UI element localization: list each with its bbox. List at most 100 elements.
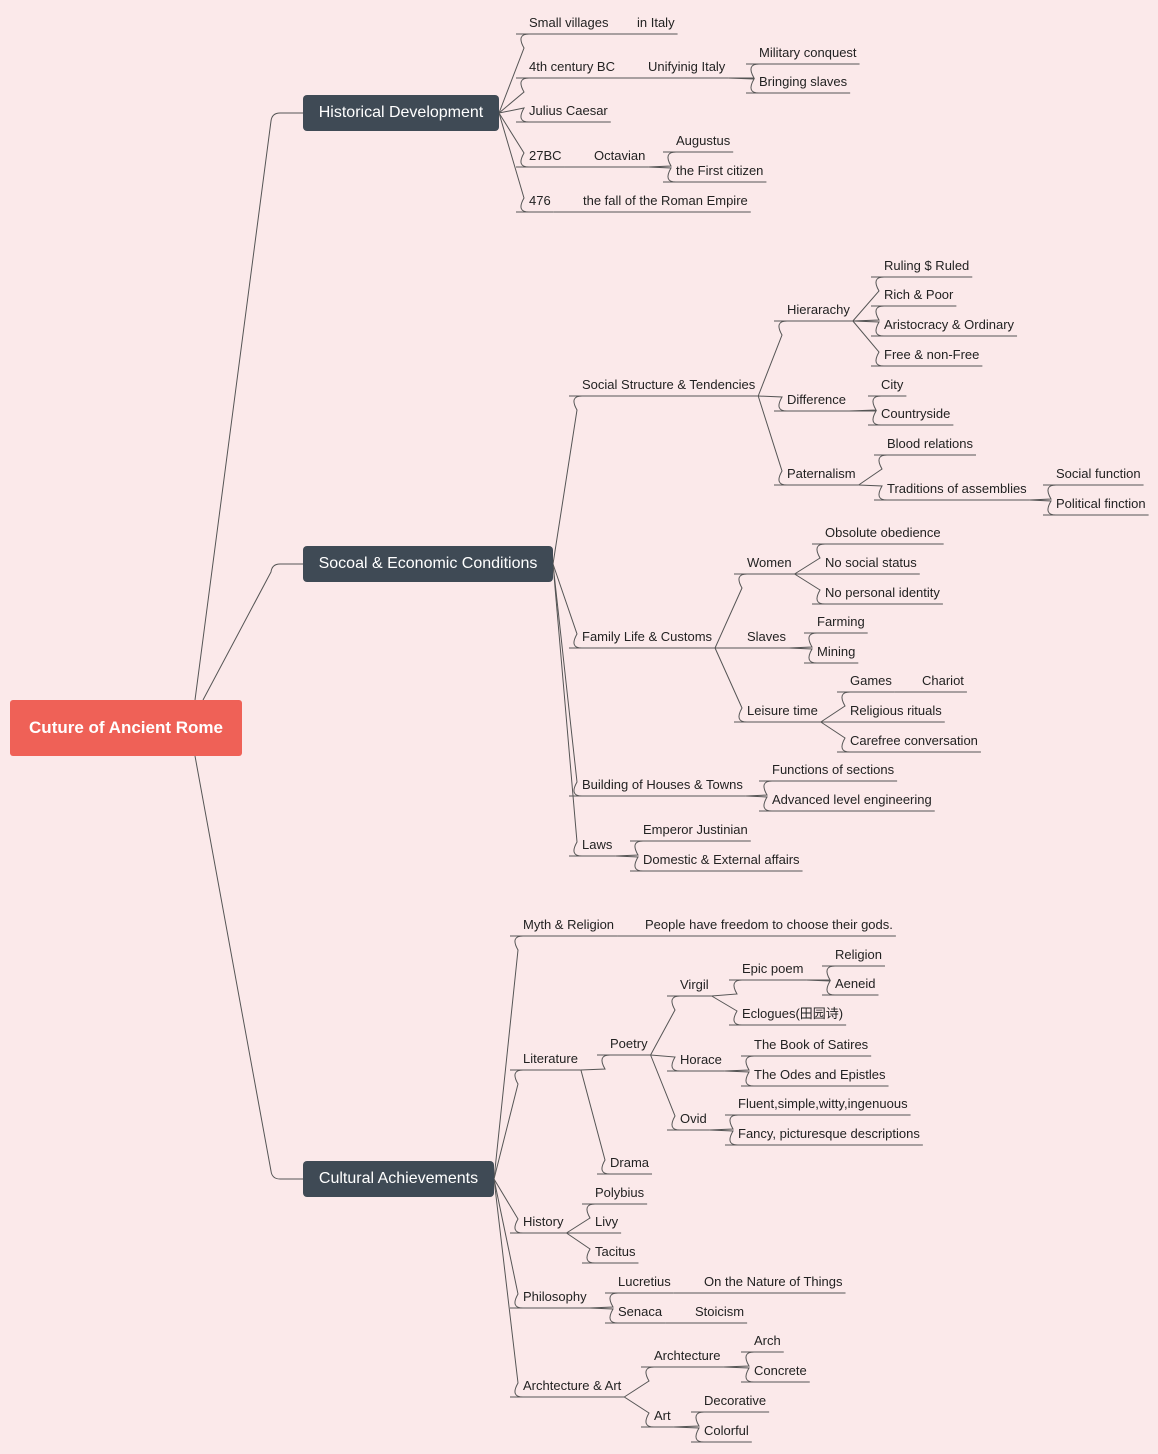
topic-family-life-customs[interactable]: Family Life & Customs [582, 629, 713, 644]
topic-functions-of-sections[interactable]: Functions of sections [772, 762, 895, 777]
topic-eclogues[interactable]: Eclogues(田园诗) [742, 1006, 844, 1021]
connector [806, 979, 836, 996]
topic-ruling-ruled[interactable]: Ruling $ Ruled [884, 258, 970, 273]
topic-octavian[interactable]: Octavian [594, 148, 646, 163]
topic-476[interactable]: 476 [529, 193, 551, 208]
topic-building-of-houses-towns[interactable]: Building of Houses & Towns [582, 777, 743, 792]
connector [723, 1366, 755, 1383]
topic-the-fall-of-the-roman-empire[interactable]: the fall of the Roman Empire [583, 193, 748, 208]
topic-city[interactable]: City [881, 377, 904, 392]
topic-religion[interactable]: Religion [835, 947, 882, 962]
connector [493, 1178, 524, 1309]
topic-traditions-of-assemblies[interactable]: Traditions of assemblies [887, 481, 1027, 496]
topic-women[interactable]: Women [747, 555, 792, 570]
topic-slaves[interactable]: Slaves [747, 629, 787, 644]
topic-political-finction[interactable]: Political finction [1056, 496, 1146, 511]
connector [566, 1203, 596, 1234]
topic-concrete[interactable]: Concrete [754, 1363, 807, 1378]
topic-livy[interactable]: Livy [595, 1214, 619, 1229]
topic-the-odes-and-epistles[interactable]: The Odes and Epistles [754, 1067, 886, 1082]
topic-hierarachy[interactable]: Hierarachy [787, 302, 850, 317]
topic-chariot[interactable]: Chariot [922, 673, 964, 688]
topic-unifyinig-italy[interactable]: Unifyinig Italy [648, 59, 726, 74]
topic-on-the-nature-of-things[interactable]: On the Nature of Things [704, 1274, 843, 1289]
topic-27bc[interactable]: 27BC [529, 148, 562, 163]
topic-ovid[interactable]: Ovid [680, 1111, 707, 1126]
topic-literature[interactable]: Literature [523, 1051, 578, 1066]
topic-archtecture[interactable]: Archtecture [654, 1348, 721, 1363]
topic-obsolute-obedience[interactable]: Obsolute obedience [825, 525, 941, 540]
topic-epic-poem[interactable]: Epic poem [742, 961, 804, 976]
topic-rich-poor[interactable]: Rich & Poor [884, 287, 954, 302]
topic-aristocracy-ordinary[interactable]: Aristocracy & Ordinary [884, 317, 1015, 332]
topic-aeneid[interactable]: Aeneid [835, 976, 876, 991]
topic-the-book-of-satires[interactable]: The Book of Satires [754, 1037, 869, 1052]
topic-leisure-time[interactable]: Leisure time [747, 703, 818, 718]
topic-social-structure-tendencies[interactable]: Social Structure & Tendencies [582, 377, 756, 392]
topic-poetry[interactable]: Poetry [610, 1036, 648, 1051]
connector [615, 840, 644, 857]
topic-in-italy[interactable]: in Italy [637, 15, 675, 30]
topic-senaca[interactable]: Senaca [618, 1304, 663, 1319]
topic-blood-relations[interactable]: Blood relations [887, 436, 973, 451]
topic-history[interactable]: History [523, 1214, 564, 1229]
topic-social-function[interactable]: Social function [1056, 466, 1141, 481]
topic-farming[interactable]: Farming [817, 614, 865, 629]
topic-tacitus[interactable]: Tacitus [595, 1244, 636, 1259]
connector [580, 1069, 611, 1175]
topic-paternalism[interactable]: Paternalism [787, 466, 856, 481]
connector [552, 563, 583, 857]
branch-social-economic-conditions[interactable]: Socoal & Economic Conditions [303, 546, 553, 582]
topic-advanced-level-engineering[interactable]: Advanced level engineering [772, 792, 932, 807]
topic-myth-religion[interactable]: Myth & Religion [523, 917, 615, 932]
topic-drama[interactable]: Drama [610, 1155, 650, 1170]
topic-carefree-conversation[interactable]: Carefree conversation [850, 733, 978, 748]
topic-stoicism[interactable]: Stoicism [695, 1304, 745, 1319]
topic-art[interactable]: Art [654, 1408, 671, 1423]
topic-4th-century-bc[interactable]: 4th century BC [529, 59, 615, 74]
root-label: Cuture of Ancient Rome [29, 718, 223, 737]
topic-julius-caesar[interactable]: Julius Caesar [529, 103, 608, 118]
topic-virgil[interactable]: Virgil [680, 977, 709, 992]
connector [650, 1054, 681, 1131]
root-node[interactable]: Cuture of Ancient Rome [10, 700, 242, 756]
topic-small-villages[interactable]: Small villages [529, 15, 609, 30]
connector [623, 1396, 655, 1428]
connector [673, 1426, 705, 1443]
connector [789, 647, 818, 664]
topic-games[interactable]: Games [850, 673, 892, 688]
topic-countryside[interactable]: Countryside [881, 406, 951, 421]
topic-military-conquest[interactable]: Military conquest [759, 45, 857, 60]
topic-laws[interactable]: Laws [582, 837, 613, 852]
topic-domestic-external-affairs[interactable]: Domestic & External affairs [643, 852, 800, 867]
topic-difference[interactable]: Difference [787, 392, 847, 407]
topic-the-first-citizen[interactable]: the First citizen [676, 163, 764, 178]
root-connector [202, 563, 303, 701]
connector [794, 543, 826, 575]
topic-people-have-freedom-to-choose-their-gods[interactable]: People have freedom to choose their gods… [645, 917, 893, 932]
topic-mining[interactable]: Mining [817, 644, 856, 659]
topic-archtecture-art[interactable]: Archtecture & Art [523, 1378, 622, 1393]
topic-religious-rituals[interactable]: Religious rituals [850, 703, 942, 718]
branch-historical-development[interactable]: Historical Development [303, 95, 499, 131]
topic-arch[interactable]: Arch [754, 1333, 781, 1348]
topic-horace[interactable]: Horace [680, 1052, 722, 1067]
topic-augustus[interactable]: Augustus [676, 133, 731, 148]
topic-no-social-status[interactable]: No social status [825, 555, 917, 570]
topic-polybius[interactable]: Polybius [595, 1185, 645, 1200]
topic-lucretius[interactable]: Lucretius [618, 1274, 671, 1289]
topic-decorative[interactable]: Decorative [704, 1393, 767, 1408]
topic-free-non-free[interactable]: Free & non-Free [884, 347, 980, 362]
connector [552, 395, 583, 565]
topic-colorful[interactable]: Colorful [704, 1423, 749, 1438]
topic-bringing-slaves[interactable]: Bringing slaves [759, 74, 848, 89]
topic-fancy-picturesque-descriptions[interactable]: Fancy, picturesque descriptions [738, 1126, 920, 1141]
connector [757, 395, 788, 486]
topic-no-personal-identity[interactable]: No personal identity [825, 585, 940, 600]
topic-philosophy[interactable]: Philosophy [523, 1289, 587, 1304]
topic-fluent-simple-witty-ingenuous[interactable]: Fluent,simple,witty,ingenuous [738, 1096, 908, 1111]
topic-emperor-justinian[interactable]: Emperor Justinian [643, 822, 748, 837]
connector [806, 965, 836, 981]
branch-cultural-achievements[interactable]: Cultural Achievements [303, 1161, 494, 1197]
